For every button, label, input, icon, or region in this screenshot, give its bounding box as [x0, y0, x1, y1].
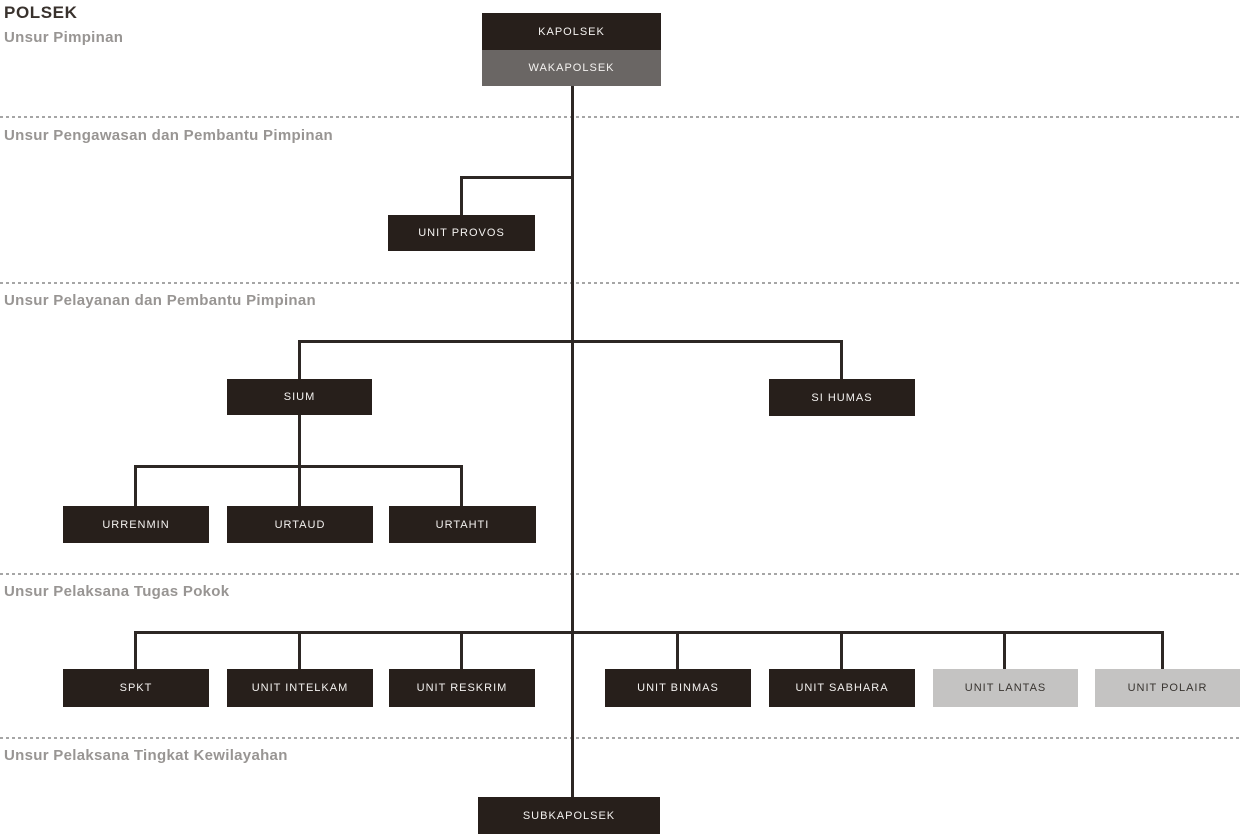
connector-line	[298, 340, 301, 379]
dotted-separator	[0, 116, 1240, 118]
connector-line	[134, 631, 1164, 634]
connector-line	[298, 340, 843, 343]
connector-line	[134, 631, 137, 669]
connector-line	[460, 176, 574, 179]
org-node-subkapolsek: SUBKAPOLSEK	[478, 797, 660, 834]
connector-line	[676, 631, 679, 669]
page-title: POLSEK	[4, 3, 78, 22]
dotted-separator	[0, 737, 1240, 739]
dotted-separator	[0, 573, 1240, 575]
org-node-unit-provos: UNIT PROVOS	[388, 215, 535, 251]
connector-line	[840, 340, 843, 379]
connector-line	[1003, 631, 1006, 669]
org-node-unit-lantas: UNIT LANTAS	[933, 669, 1078, 707]
org-node-si-humas: SI HUMAS	[769, 379, 915, 416]
org-node-unit-intelkam: UNIT INTELKAM	[227, 669, 373, 707]
section-label: Unsur Pimpinan	[4, 29, 124, 46]
connector-line	[298, 631, 301, 669]
connector-line	[460, 465, 463, 506]
org-node-kapolsek: KAPOLSEK	[482, 13, 661, 50]
org-node-sium: SIUM	[227, 379, 372, 415]
org-node-unit-polair: UNIT POLAIR	[1095, 669, 1240, 707]
org-node-unit-sabhara: UNIT SABHARA	[769, 669, 915, 707]
org-node-urtahti: URTAHTI	[389, 506, 536, 543]
org-node-urtaud: URTAUD	[227, 506, 373, 543]
org-node-unit-binmas: UNIT BINMAS	[605, 669, 751, 707]
org-node-unit-reskrim: UNIT RESKRIM	[389, 669, 535, 707]
dotted-separator	[0, 282, 1240, 284]
connector-line	[460, 176, 463, 215]
connector-line	[571, 86, 574, 797]
connector-line	[134, 465, 137, 506]
org-node-spkt: SPKT	[63, 669, 209, 707]
org-node-urrenmin: URRENMIN	[63, 506, 209, 543]
org-node-wakapolsek: WAKAPOLSEK	[482, 50, 661, 86]
connector-line	[298, 465, 301, 506]
section-label: Unsur Pengawasan dan Pembantu Pimpinan	[4, 127, 333, 144]
connector-line	[1161, 631, 1164, 669]
connector-line	[840, 631, 843, 669]
section-label: Unsur Pelaksana Tugas Pokok	[4, 583, 230, 600]
connector-line	[460, 631, 463, 669]
connector-line	[298, 415, 301, 465]
section-label: Unsur Pelaksana Tingkat Kewilayahan	[4, 747, 288, 764]
section-label: Unsur Pelayanan dan Pembantu Pimpinan	[4, 292, 317, 309]
